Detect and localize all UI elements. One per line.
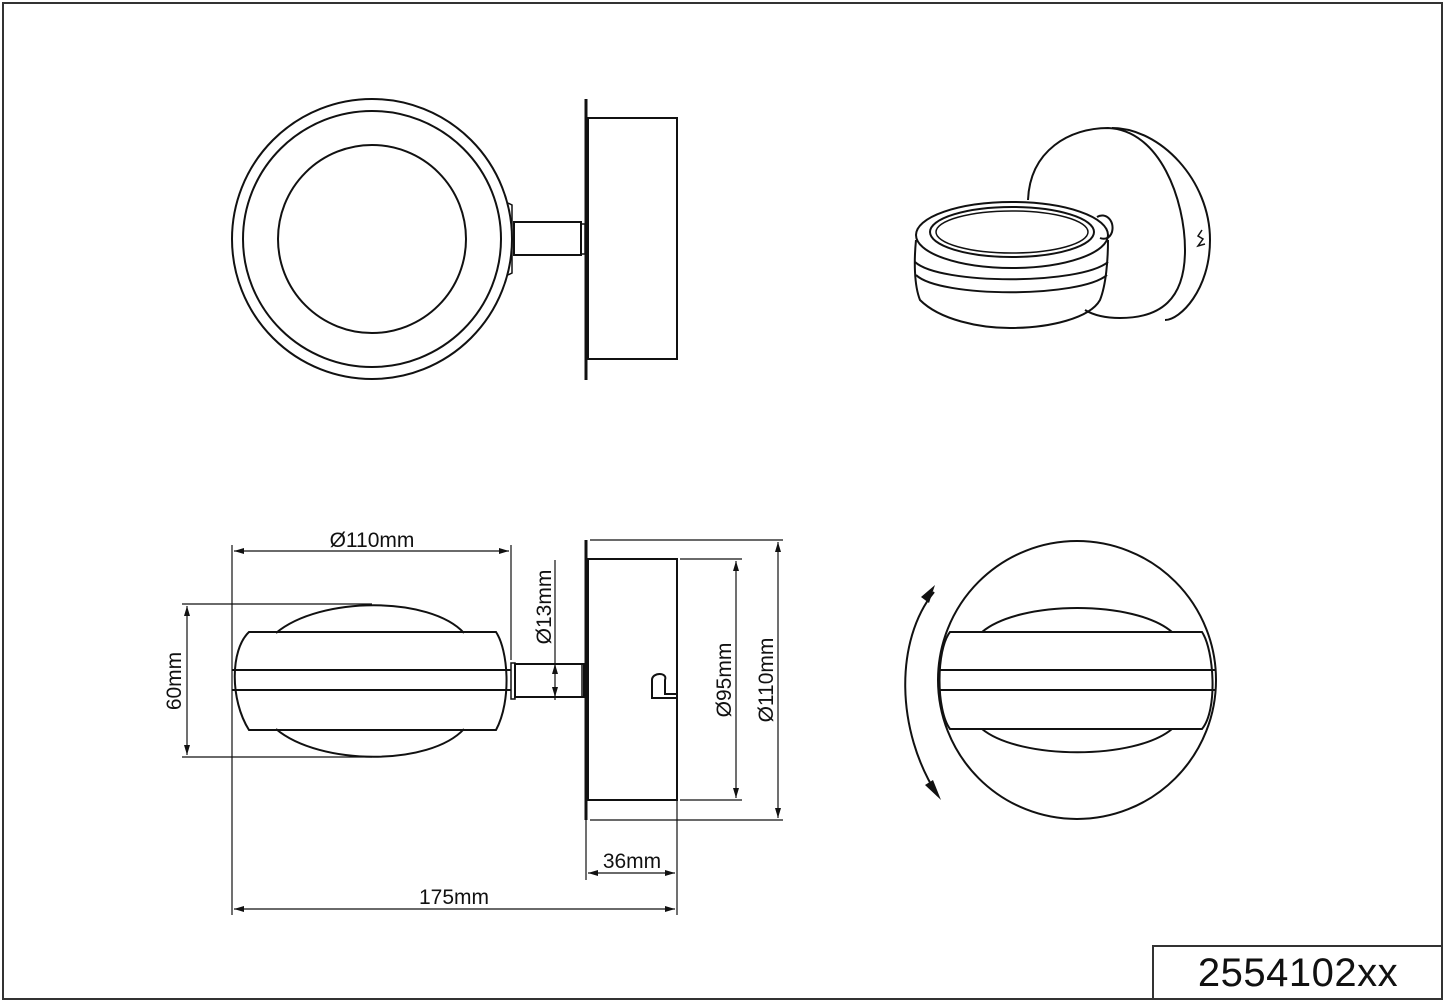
dim-head-diameter: Ø110mm (330, 529, 415, 552)
front-view (231, 98, 678, 380)
dim-total-length: 175mm (419, 886, 489, 909)
rear-view (904, 540, 1217, 820)
dimensions (182, 539, 783, 915)
dim-base-outer-diameter: Ø110mm (755, 638, 778, 723)
part-number: 2554102xx (1197, 950, 1399, 995)
dim-arm-diameter: Ø13mm (533, 570, 556, 645)
dim-base-inner-diameter: Ø95mm (713, 643, 736, 718)
rotation-arrow (904, 591, 939, 797)
part-number-box: 2554102xx (1152, 945, 1442, 999)
dim-base-depth: 36mm (603, 850, 661, 873)
side-view (232, 540, 678, 820)
perspective-view (913, 126, 1212, 330)
dim-head-height: 60mm (163, 652, 186, 710)
